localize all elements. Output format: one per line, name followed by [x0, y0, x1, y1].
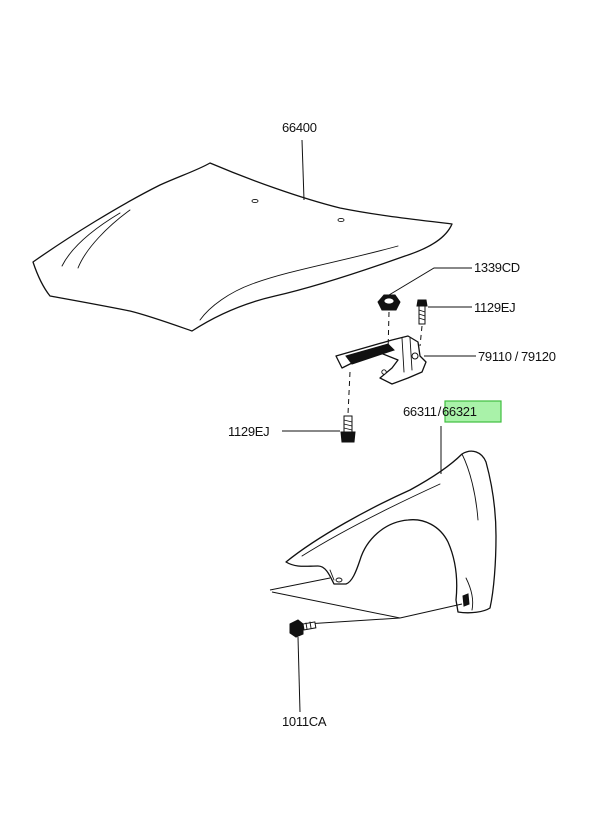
bolt-lower-part-number: 1129EJ — [228, 424, 269, 439]
fender-number-alternate: 66321 — [442, 404, 477, 419]
fender-bolt[interactable] — [289, 619, 317, 638]
fender-number-primary: 66311 — [403, 404, 437, 419]
hood-stay-nut[interactable] — [377, 294, 401, 311]
hinge-bolt-lower[interactable] — [340, 415, 356, 443]
hood-panel[interactable] — [32, 162, 453, 332]
hood-hinge[interactable] — [335, 335, 427, 385]
fender-number-slash: / — [438, 404, 442, 419]
hood-leader — [301, 139, 305, 201]
fender-highlight-box — [444, 400, 502, 423]
front-fender-panel[interactable] — [285, 450, 497, 614]
hinge-number-primary: 79110 — [478, 349, 512, 364]
hinge-number-slash: / — [515, 349, 519, 364]
bolt-assembly-line — [419, 325, 423, 347]
fender-bolt-part-number: 1011CA — [282, 714, 327, 729]
fender-bolt-line — [305, 617, 401, 625]
nut-leader — [388, 267, 472, 296]
fender-mount-line-right — [399, 603, 463, 619]
fender-mount-line-bottom — [271, 591, 401, 619]
hinge-number-alternate: 79120 — [521, 349, 556, 364]
nut-assembly-line — [387, 311, 390, 353]
lower-bolt-assembly-line — [347, 371, 351, 415]
bolt-upper-part-number: 1129EJ — [474, 300, 515, 315]
hood-part-number: 66400 — [282, 120, 317, 135]
hinge-part-number: 79110/79120 — [478, 349, 556, 364]
fender-part-number[interactable]: 66311/66321 — [403, 404, 477, 419]
nut-part-number: 1339CD — [474, 260, 520, 275]
hinge-bolt-upper[interactable] — [416, 299, 428, 325]
fender-mount-line-left — [269, 577, 331, 591]
fender-bolt-leader — [297, 636, 301, 713]
